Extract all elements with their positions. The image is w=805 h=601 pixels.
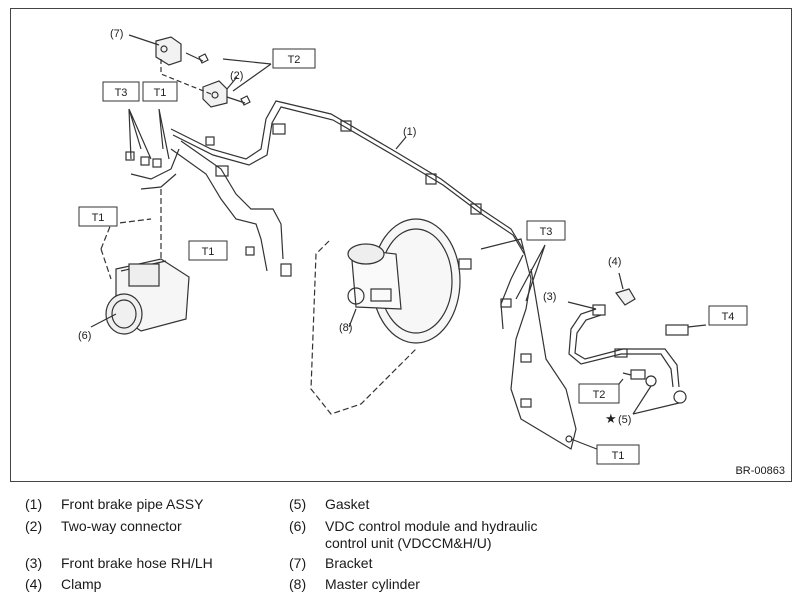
torque-box-t1-left-mid: T1 [78,206,118,227]
parts-legend: (1) Front brake pipe ASSY (2) Two-way co… [25,496,538,592]
torque-box-t4: T4 [708,305,748,326]
callout-5: (5) [618,414,631,426]
two-way-connector-part [202,80,251,108]
callout-6: (6) [78,330,91,342]
callout-4: (4) [608,256,621,268]
torque-box-t1-left-low: T1 [188,240,228,261]
star-icon: ★ [605,412,617,427]
callout-1: (1) [403,126,416,138]
torque-box-t3-left: T3 [102,81,140,102]
vdc-unit [105,258,190,335]
exploded-diagram: T2 T3 T1 T1 T1 T3 [10,8,792,482]
torque-box-t2-right: T2 [578,383,620,404]
figure-code: BR-00863 [735,465,785,477]
svg-text:T1: T1 [202,246,215,258]
torque-box-t1-left-top: T1 [142,81,178,102]
torque-box-t3-right: T3 [526,220,566,241]
callouts: (7) (2) (1) (3) (4) (6) (8) ★ (5) [78,28,631,427]
callout-8: (8) [339,322,352,334]
torque-box-t2-top: T2 [272,48,316,69]
callout-3: (3) [543,291,556,303]
master-cylinder [347,243,402,310]
torque-box-t1-bottom: T1 [596,444,640,465]
svg-text:T3: T3 [115,87,128,99]
pipe-fittings-left [125,136,255,256]
torque-boxes: T2 T3 T1 T1 T1 T3 [78,48,748,465]
svg-text:T2: T2 [288,54,301,66]
svg-text:T1: T1 [612,450,625,462]
front-brake-pipe [130,100,526,330]
svg-text:T2: T2 [593,389,606,401]
bracket-part [155,36,209,66]
svg-text:T4: T4 [722,311,735,323]
svg-text:T3: T3 [540,226,553,238]
callout-2: (2) [230,70,243,82]
diagram-drawing: T2 T3 T1 T1 T1 T3 [78,28,748,465]
svg-text:T1: T1 [154,87,167,99]
callout-7: (7) [110,28,123,40]
svg-text:T1: T1 [92,212,105,224]
